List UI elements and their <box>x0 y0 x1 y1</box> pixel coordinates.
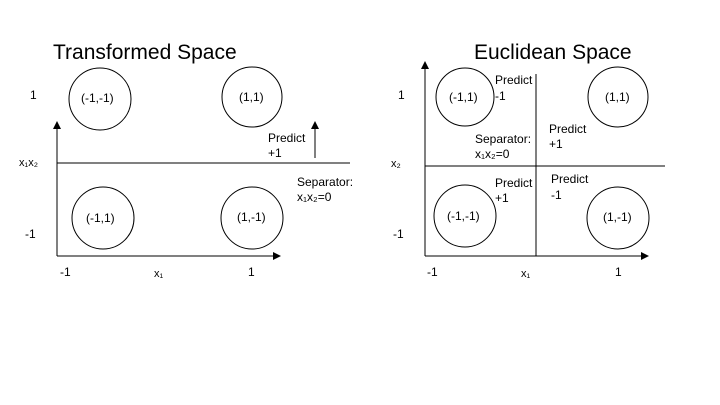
right-circle-bottom-left <box>433 184 497 248</box>
right-y-tick-top: 1 <box>398 88 405 102</box>
left-circle-label-bottom-right: (1,-1) <box>237 210 266 224</box>
right-circle-label-top-right: (1,1) <box>605 90 630 104</box>
right-separator-label: Separator: <box>475 132 532 146</box>
right-y-tick-bottom: -1 <box>393 227 404 241</box>
left-circle-top-left <box>68 67 132 131</box>
right-predict-top-right-value: +1 <box>549 137 563 151</box>
right-predict-bottom-right-value: -1 <box>551 188 562 202</box>
right-circle-top-left <box>435 67 495 127</box>
right-x-tick-left: -1 <box>427 265 438 279</box>
right-circle-label-bottom-left: (-1,-1) <box>447 209 480 223</box>
left-predict-value: +1 <box>268 146 282 160</box>
right-circle-label-top-left: (-1,1) <box>449 90 478 104</box>
right-circle-top-right <box>587 66 649 128</box>
right-predict-bottom-left-label: Predict <box>495 176 533 190</box>
left-x-tick-left: -1 <box>60 265 71 279</box>
right-x-tick-right: 1 <box>615 265 622 279</box>
left-y-tick-bottom: -1 <box>25 227 36 241</box>
left-x-axis-label: x₁ <box>154 268 164 280</box>
right-predict-bottom-left-value: +1 <box>495 191 509 205</box>
right-circle-bottom-right <box>586 186 650 250</box>
left-circle-bottom-left <box>71 186 135 250</box>
left-circle-bottom-right <box>220 186 284 250</box>
left-y-axis-label: x₁x₂ <box>19 157 38 169</box>
right-circle-label-bottom-right: (1,-1) <box>603 210 632 224</box>
left-separator-eq: x₁x₂=0 <box>297 190 332 204</box>
left-predict-label: Predict <box>268 131 306 145</box>
right-y-axis-label: x₂ <box>391 158 401 170</box>
right-predict-top-left-label: Predict <box>495 73 533 87</box>
right-predict-top-right-label: Predict <box>549 122 587 136</box>
left-circle-top-right <box>221 66 283 128</box>
left-separator-label: Separator: <box>297 175 354 189</box>
right-predict-bottom-right-label: Predict <box>551 172 589 186</box>
left-y-tick-top: 1 <box>30 88 37 102</box>
left-x-tick-right: 1 <box>248 265 255 279</box>
left-circle-label-top-left: (-1,-1) <box>81 91 114 105</box>
right-separator-eq: x₁x₂=0 <box>475 147 510 161</box>
right-predict-top-left-value: -1 <box>495 89 506 103</box>
right-x-axis-label: x₁ <box>521 268 531 280</box>
left-panel-title: Transformed Space <box>53 41 237 64</box>
left-circle-label-bottom-left: (-1,1) <box>86 211 115 225</box>
left-circle-label-top-right: (1,1) <box>239 90 264 104</box>
right-panel-title: Euclidean Space <box>474 41 632 64</box>
